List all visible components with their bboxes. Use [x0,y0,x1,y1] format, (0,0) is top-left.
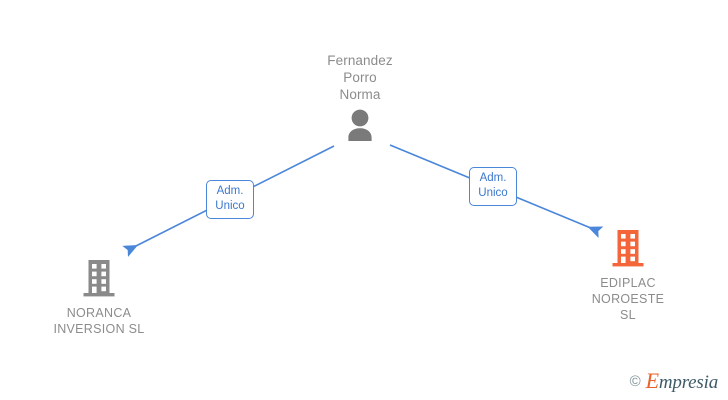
company-name-label: EDIPLAC NOROESTE SL [591,276,665,322]
edge-label-line1: Adm. [216,185,244,197]
building-icon [612,230,644,267]
building-icon [83,260,115,297]
person-icon [343,109,377,141]
brand-initial: E [645,368,659,393]
edge-label-line2: Unico [478,187,508,199]
edge-label-adm-unico-right[interactable]: Adm. Unico [469,167,517,206]
edge-label-line2: Unico [215,200,245,212]
brand-rest: mpresia [658,372,718,393]
node-person[interactable]: Fernandez Porro Norma [295,52,425,141]
brand-logo-text: Empresia [645,368,719,393]
edge-label-line1: Adm. [479,172,507,184]
person-name-label: Fernandez Porro Norma [327,53,393,102]
node-company-noranca[interactable]: NORANCA INVERSION SL [24,258,174,337]
node-company-ediplac[interactable]: EDIPLAC NOROESTE SL [553,228,703,323]
edge-label-adm-unico-left[interactable]: Adm. Unico [206,180,254,219]
empresia-watermark: © Empresia [629,368,719,393]
company-name-label: NORANCA INVERSION SL [53,306,145,336]
copyright-icon: © [629,373,641,390]
